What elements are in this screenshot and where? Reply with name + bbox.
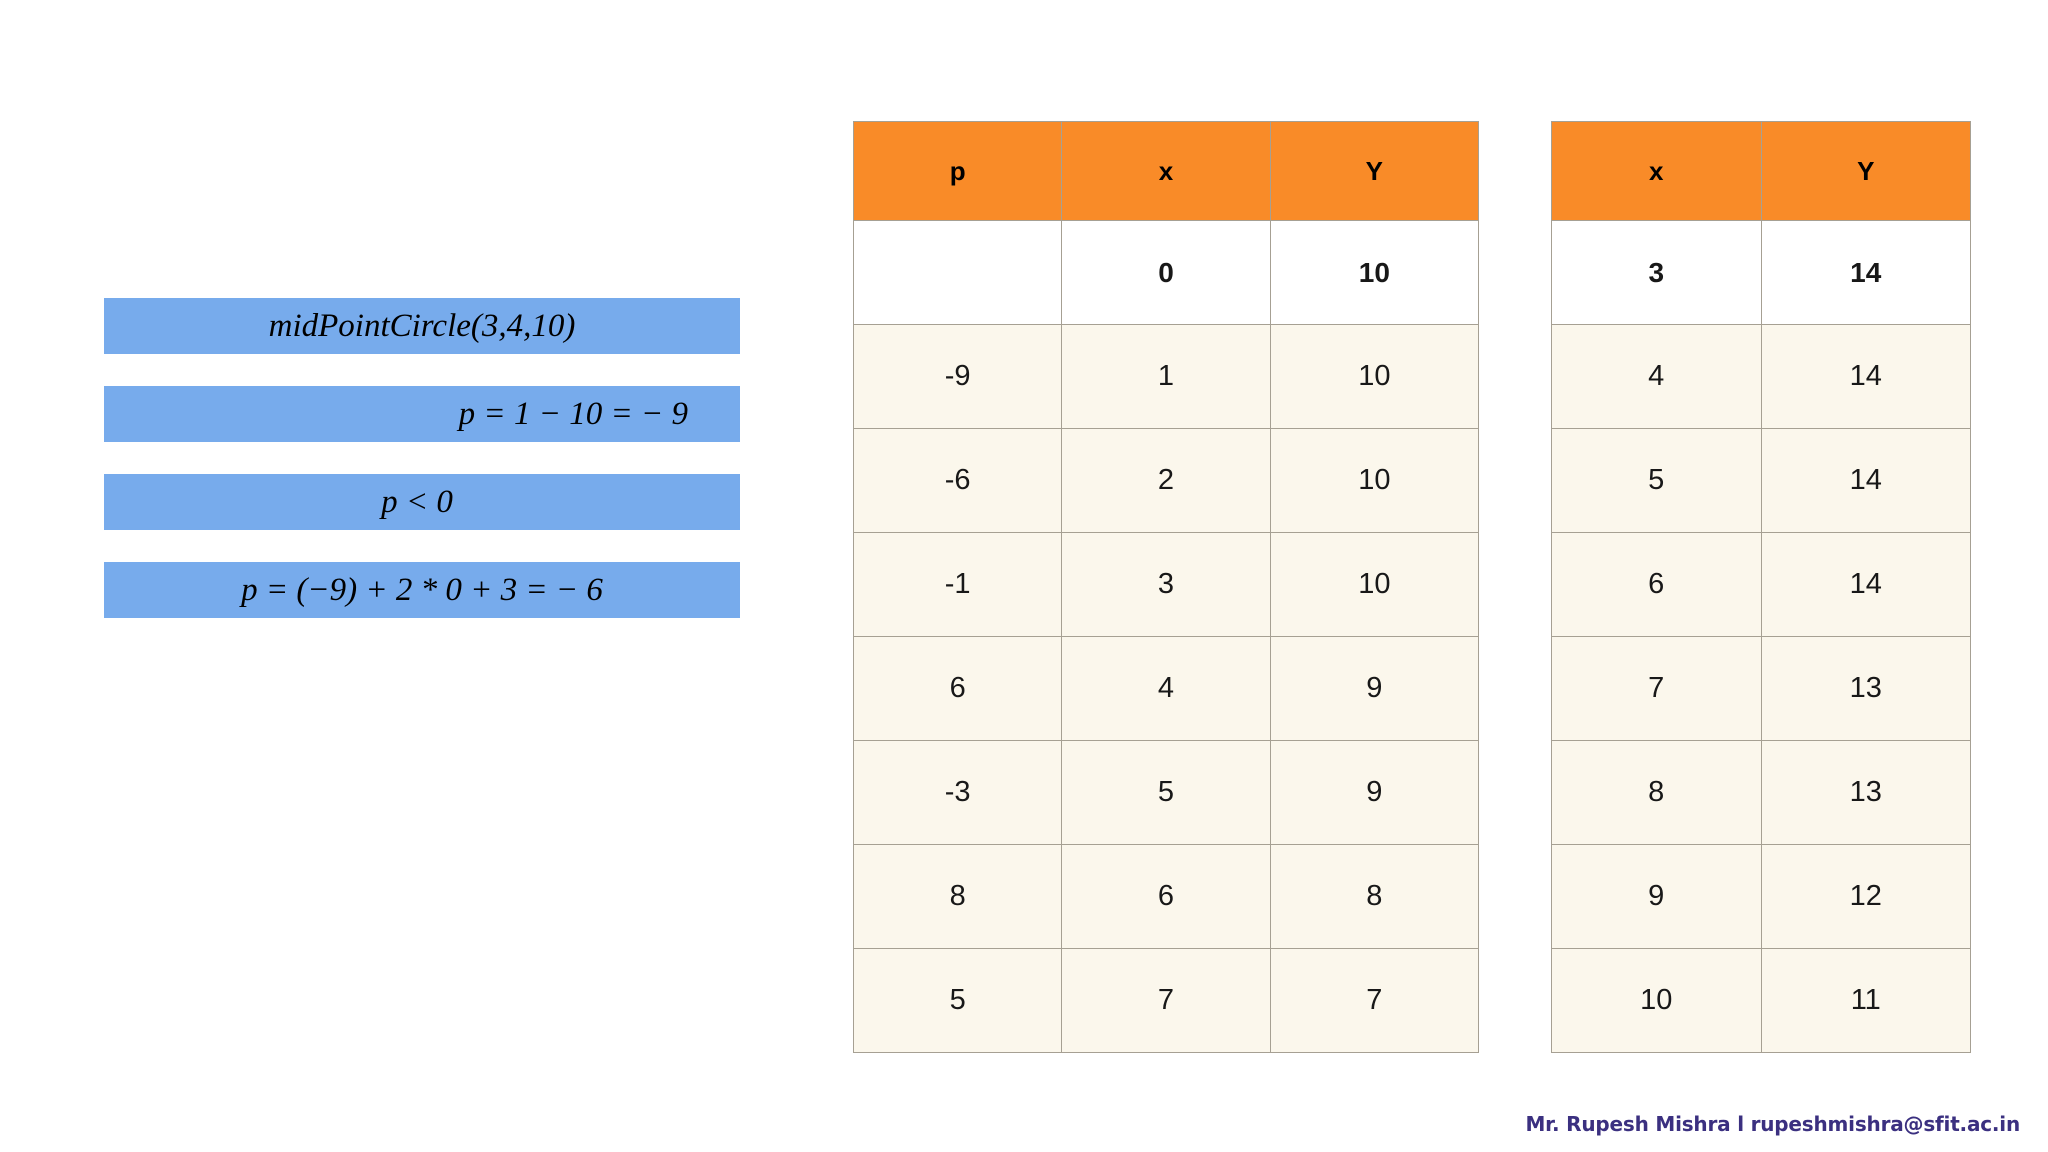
table-two-body: 3 14 4 14 5 14 6 14 7 13 8 13 9 12 10 11	[1551, 220, 1971, 1053]
cell-x: 6	[1551, 532, 1762, 637]
table-row: 6 4 9	[852, 636, 1480, 741]
cell-x: 4	[1061, 636, 1271, 741]
cell-y: 12	[1760, 844, 1971, 949]
table-one-body: 0 10 -9 1 10 -6 2 10 -1 3 10 6 4 9 -3 5 …	[852, 220, 1480, 1053]
cell-x: 5	[1061, 740, 1271, 845]
cell-y: 10	[1269, 220, 1480, 325]
cell-x: 9	[1551, 844, 1762, 949]
cell-x: 10	[1551, 948, 1762, 1053]
table-two-header: x Y	[1551, 121, 1971, 221]
table-row: 6 14	[1551, 532, 1971, 637]
table-row: 5 7 7	[852, 948, 1480, 1053]
cell-p: 8	[852, 844, 1063, 949]
step-box-initial-p: p = 1 − 10 = − 9	[104, 386, 740, 442]
cell-y: 13	[1760, 636, 1971, 741]
table-row: 8 6 8	[852, 844, 1480, 949]
table-row: -6 2 10	[852, 428, 1480, 533]
cell-x: 4	[1551, 324, 1762, 429]
cell-x: 3	[1061, 532, 1271, 637]
cell-x: 8	[1551, 740, 1762, 845]
cell-y: 14	[1760, 428, 1971, 533]
step-box-next-p: p = (−9) + 2 * 0 + 3 = − 6	[104, 562, 740, 618]
column-header-x: x	[1551, 121, 1762, 221]
column-header-y: Y	[1269, 121, 1480, 221]
cell-y: 14	[1760, 324, 1971, 429]
cell-x: 7	[1061, 948, 1271, 1053]
cell-y: 9	[1269, 636, 1480, 741]
decision-parameter-table: p x Y 0 10 -9 1 10 -6 2 10 -1 3 10 6 4 9	[852, 121, 1480, 1053]
translated-coordinates-table: x Y 3 14 4 14 5 14 6 14 7 13 8 13 9	[1551, 121, 1971, 1053]
table-one-header: p x Y	[852, 121, 1480, 221]
cell-p: 5	[852, 948, 1063, 1053]
cell-x: 0	[1061, 220, 1271, 325]
table-row: -1 3 10	[852, 532, 1480, 637]
cell-p: -9	[852, 324, 1063, 429]
cell-p: -1	[852, 532, 1063, 637]
table-header-row: x Y	[1551, 121, 1971, 221]
table-row: 8 13	[1551, 740, 1971, 845]
cell-y: 14	[1760, 220, 1971, 325]
cell-x: 3	[1551, 220, 1762, 325]
cell-y: 8	[1269, 844, 1480, 949]
table-row-initial: 0 10	[852, 220, 1480, 325]
table-row-initial: 3 14	[1551, 220, 1971, 325]
step-text-next-p: p = (−9) + 2 * 0 + 3 = − 6	[241, 571, 603, 608]
cell-y: 7	[1269, 948, 1480, 1053]
cell-p: -3	[852, 740, 1063, 845]
table-row: 9 12	[1551, 844, 1971, 949]
cell-y: 14	[1760, 532, 1971, 637]
column-header-x: x	[1061, 121, 1271, 221]
step-text-condition: p < 0	[381, 483, 453, 520]
table-row: 10 11	[1551, 948, 1971, 1053]
step-box-condition: p < 0	[104, 474, 740, 530]
cell-y: 13	[1760, 740, 1971, 845]
table-row: 4 14	[1551, 324, 1971, 429]
algorithm-steps-panel: midPointCircle(3,4,10) p = 1 − 10 = − 9 …	[104, 298, 740, 618]
cell-x: 7	[1551, 636, 1762, 741]
cell-x: 2	[1061, 428, 1271, 533]
cell-x: 5	[1551, 428, 1762, 533]
step-text-initial-p: p = 1 − 10 = − 9	[458, 395, 688, 432]
footer-credit: Mr. Rupesh Mishra l rupeshmishra@sfit.ac…	[1525, 1112, 2020, 1136]
cell-p: -6	[852, 428, 1063, 533]
cell-y: 11	[1760, 948, 1971, 1053]
cell-x: 6	[1061, 844, 1271, 949]
cell-y: 10	[1269, 428, 1480, 533]
cell-y: 10	[1269, 532, 1480, 637]
step-box-call: midPointCircle(3,4,10)	[104, 298, 740, 354]
step-text-call: midPointCircle(3,4,10)	[268, 307, 576, 344]
table-row: 5 14	[1551, 428, 1971, 533]
table-row: -3 5 9	[852, 740, 1480, 845]
cell-y: 10	[1269, 324, 1480, 429]
cell-p: 6	[852, 636, 1063, 741]
table-row: -9 1 10	[852, 324, 1480, 429]
cell-p	[852, 220, 1063, 325]
column-header-y: Y	[1760, 121, 1971, 221]
column-header-p: p	[852, 121, 1063, 221]
cell-x: 1	[1061, 324, 1271, 429]
cell-y: 9	[1269, 740, 1480, 845]
table-row: 7 13	[1551, 636, 1971, 741]
table-header-row: p x Y	[852, 121, 1480, 221]
